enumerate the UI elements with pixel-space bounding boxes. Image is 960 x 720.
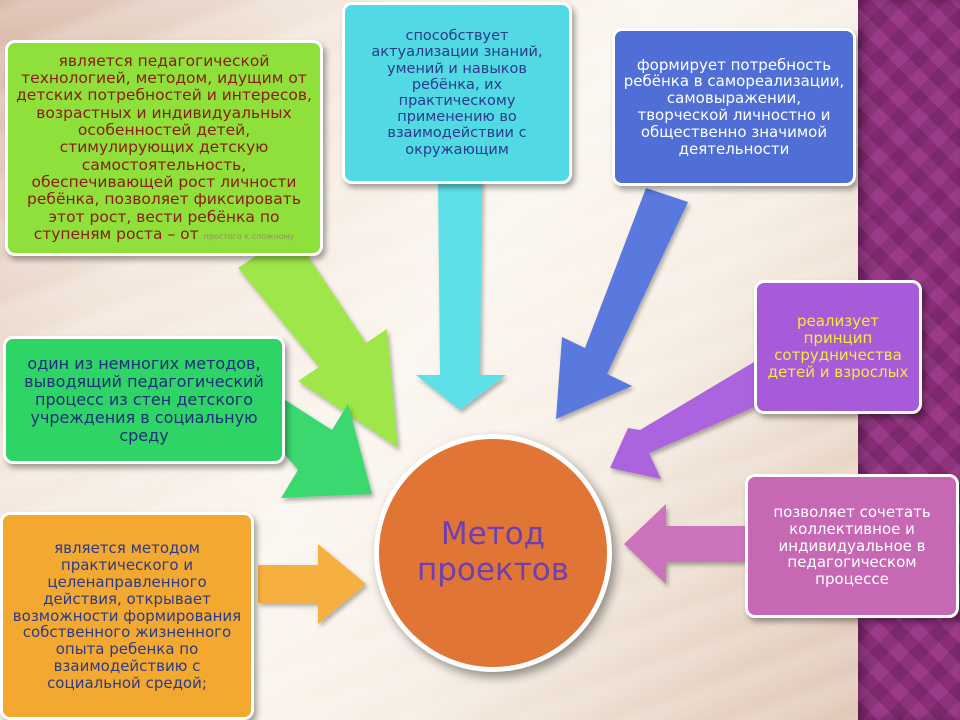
arrow-from-mid-right [610, 362, 766, 479]
info-box-knowledge-application: способствует актуализации знаний, умений… [342, 2, 572, 184]
arrow-from-top-left [238, 232, 398, 448]
info-box-text: является методом практического и целенап… [12, 539, 242, 692]
center-circle-project-method: Метод проектов [374, 434, 612, 672]
info-box-cooperation: реализует принцип сотрудничества детей и… [754, 280, 922, 414]
info-box-social-environment: один из немногих методов, выводящий педа… [3, 336, 285, 464]
info-box-text: один из немногих методов, выводящий педа… [24, 354, 264, 445]
info-box-text: формирует потребность ребёнка в самореал… [623, 55, 845, 158]
info-box-faint-tail: простого к сложному [203, 232, 295, 242]
info-box-text: реализует принцип сотрудничества детей и… [767, 312, 909, 381]
info-box-text: позволяет сочетать коллективное и индиви… [773, 503, 931, 589]
arrow-from-top-center [416, 178, 506, 410]
info-box-main-text: является педагогической технологией, мет… [16, 51, 312, 244]
arrow-from-top-right [556, 188, 688, 419]
info-box-text: является педагогической технологией, мет… [16, 51, 312, 244]
info-box-collective-individual: позволяет сочетать коллективное и индиви… [745, 474, 959, 618]
center-title: Метод проектов [416, 516, 569, 588]
info-box-pedagogical-technology: является педагогической технологией, мет… [5, 40, 323, 256]
info-box-self-realization: формирует потребность ребёнка в самореал… [612, 28, 856, 186]
arrow-from-mid-left [268, 398, 372, 498]
info-box-text: способствует актуализации знаний, умений… [371, 28, 543, 158]
info-box-practical-action: является методом практического и целенап… [0, 512, 254, 720]
arrow-from-bot-right [624, 504, 746, 584]
arrow-from-bot-left [258, 544, 366, 624]
